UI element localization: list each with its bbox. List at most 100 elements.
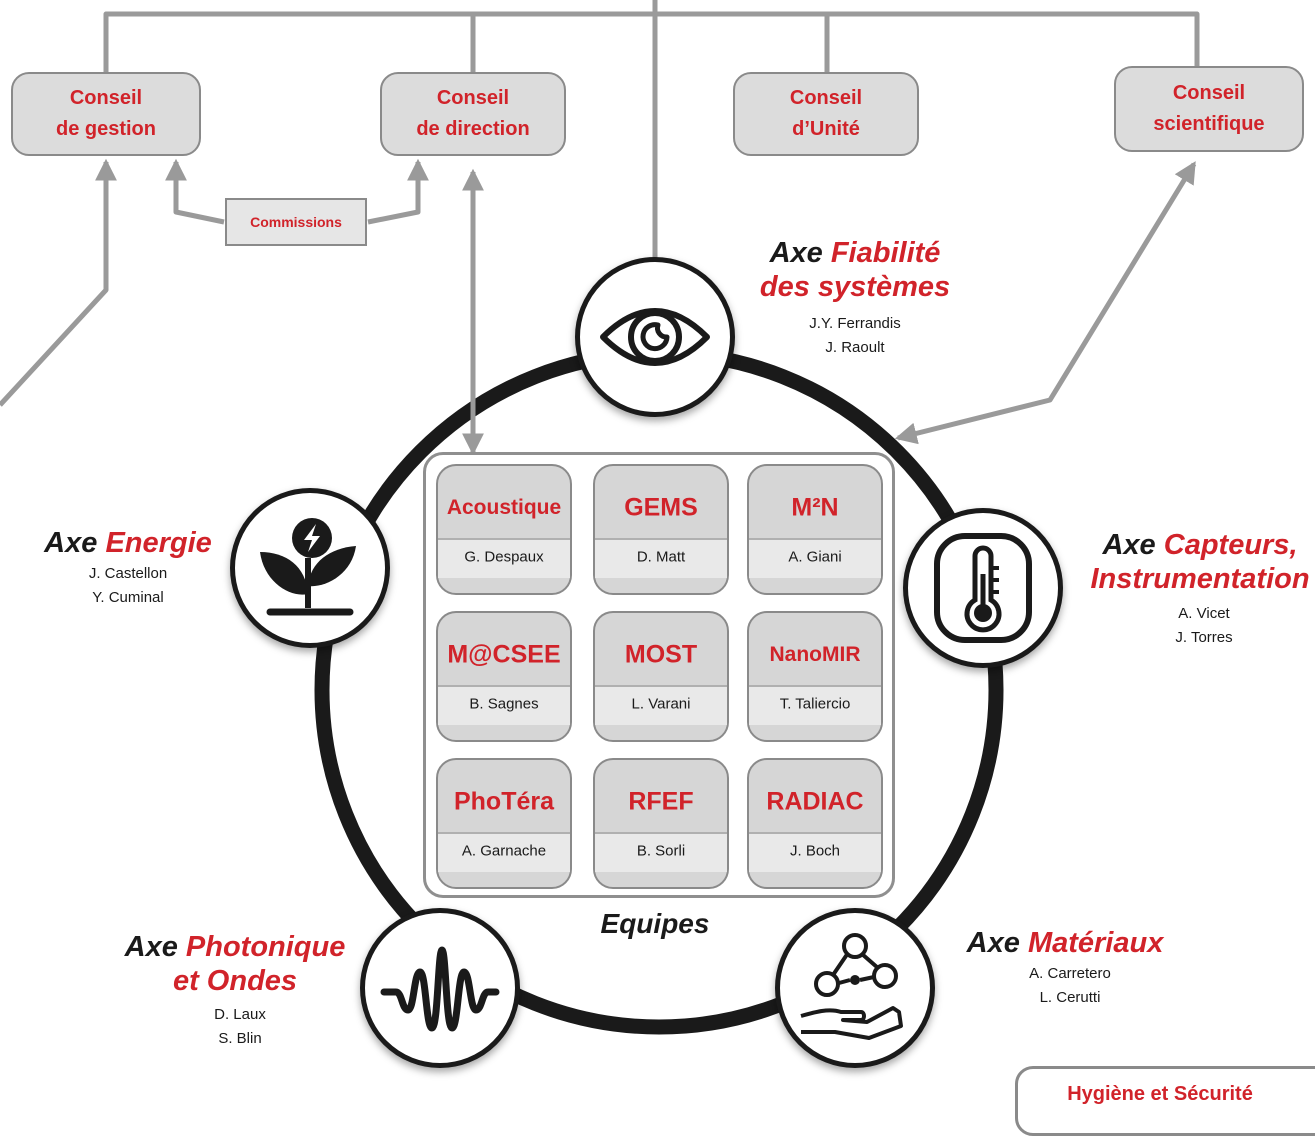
conseil-de-gestion-box: Conseil de gestion — [11, 72, 201, 156]
plant-energy-icon — [260, 518, 356, 616]
team-card-m2n: M²N A. Giani — [747, 464, 883, 595]
hygiene-securite-box: Hygiène et Sécurité — [1015, 1066, 1315, 1136]
conseil-label: Conseil — [69, 87, 143, 109]
axe-person: S. Blin — [218, 1030, 262, 1047]
team-card-rfef: RFEF B. Sorli — [593, 758, 729, 889]
team-lead-row — [595, 538, 727, 578]
conseil-scientifique-box: Conseil scientifique — [1114, 66, 1304, 152]
arrow-commissions-gestion — [164, 158, 225, 225]
axe-name: Fiabilité — [830, 237, 941, 269]
team-lead: B. Sagnes — [469, 695, 539, 713]
team-card-radiac: RADIAC J. Boch — [747, 758, 883, 889]
axe-photonique-people: D. Laux S. Blin — [160, 1003, 320, 1051]
materiaux-icon-circle — [775, 908, 935, 1068]
team-lead-row — [749, 832, 881, 872]
axe-prefix: Axe — [966, 927, 1020, 959]
axe-materiaux-title: Axe Matériaux — [950, 926, 1180, 960]
team-name: MOST — [624, 640, 698, 669]
conseil-label: Conseil — [789, 87, 863, 109]
molecule-hand-icon — [800, 933, 903, 1040]
axe-person: D. Laux — [214, 1006, 266, 1023]
team-name: RADIAC — [766, 787, 864, 816]
conseil-sublabel: de direction — [416, 118, 530, 140]
axe-name-line2: des systèmes — [759, 271, 951, 303]
wave-icon — [380, 946, 500, 1032]
axe-person: A. Vicet — [1178, 605, 1230, 622]
eye-icon — [600, 308, 710, 366]
team-lead-row — [749, 685, 881, 725]
axe-person: L. Cerutti — [1039, 989, 1101, 1006]
arrow-scientifique-capteurs — [894, 161, 1197, 445]
team-name: M²N — [791, 493, 839, 522]
team-name: NanoMIR — [769, 643, 861, 666]
team-name: Acoustique — [446, 496, 562, 519]
team-lead: L. Varani — [631, 695, 691, 713]
axe-prefix: Axe — [769, 237, 823, 269]
axe-person: A. Carretero — [1029, 965, 1111, 982]
team-card-macsee: M@CSEE B. Sagnes — [436, 611, 572, 742]
capteurs-icon-circle — [903, 508, 1063, 668]
team-lead: A. Giani — [788, 548, 842, 566]
conseil-label: Conseil — [436, 87, 510, 109]
axe-capteurs-people: A. Vicet J. Torres — [1124, 602, 1284, 650]
axe-person: J. Torres — [1175, 629, 1233, 646]
team-lead-row — [595, 685, 727, 725]
axe-name-line2: Instrumentation — [1090, 563, 1310, 595]
axe-energie-title: Axe Energie — [30, 526, 226, 560]
top-bus-line — [103, 11, 1200, 72]
axe-name: Matériaux — [1027, 927, 1164, 959]
axe-name: Photonique — [185, 931, 346, 963]
axe-fiabilite-people: J.Y. Ferrandis J. Raoult — [775, 312, 935, 360]
team-lead: D. Matt — [636, 548, 686, 566]
axe-photonique-title: Axe Photonique et Ondes — [110, 930, 360, 998]
photonique-icon-circle — [360, 908, 520, 1068]
axe-capteurs-title: Axe Capteurs, Instrumentation — [1070, 528, 1315, 596]
team-name: PhoTéra — [453, 787, 555, 816]
axe-person: J. Castellon — [88, 565, 168, 582]
equipes-panel: Acoustique G. Despaux GEMS D. Matt M²N A… — [423, 452, 895, 898]
axe-materiaux-people: A. Carretero L. Cerutti — [990, 962, 1150, 1010]
conseil-sublabel: d’Unité — [792, 118, 860, 140]
team-lead: G. Despaux — [464, 548, 544, 566]
axe-person: J. Raoult — [825, 339, 885, 356]
team-card-acoustique: Acoustique G. Despaux — [436, 464, 572, 595]
thermometer-icon — [934, 533, 1032, 643]
commissions-box: Commissions — [225, 198, 367, 246]
axe-energie-people: J. Castellon Y. Cuminal — [48, 562, 208, 610]
team-card-gems: GEMS D. Matt — [593, 464, 729, 595]
axe-person: J.Y. Ferrandis — [809, 315, 901, 332]
conseil-sublabel: scientifique — [1153, 113, 1265, 135]
axe-fiabilite-title: Axe Fiabilité des systèmes — [740, 236, 970, 304]
axe-prefix: Axe — [44, 527, 98, 559]
conseil-de-direction-box: Conseil de direction — [380, 72, 566, 156]
team-lead: B. Sorli — [636, 842, 686, 860]
axe-person: Y. Cuminal — [92, 589, 164, 606]
team-lead-row — [438, 832, 570, 872]
team-card-nanomir: NanoMIR T. Taliercio — [747, 611, 883, 742]
team-lead: T. Taliercio — [779, 695, 851, 713]
fiabilite-icon-circle — [575, 257, 735, 417]
team-lead-row — [595, 832, 727, 872]
arrow-commissions-direction — [367, 158, 430, 225]
team-lead: J. Boch — [789, 842, 841, 860]
equipes-label: Equipes — [600, 908, 710, 939]
axe-prefix: Axe — [124, 931, 178, 963]
axe-prefix: Axe — [1102, 529, 1156, 561]
team-lead-row — [438, 685, 570, 725]
conseil-d-unite-box: Conseil d’Unité — [733, 72, 919, 156]
conseil-label: Conseil — [1172, 82, 1246, 104]
team-name: RFEF — [628, 787, 694, 816]
team-card-most: MOST L. Varani — [593, 611, 729, 742]
axe-name-line2: et Ondes — [172, 965, 298, 997]
arrow-energie-gestion — [0, 158, 118, 407]
axe-name: Energie — [105, 527, 212, 559]
team-lead-row — [438, 538, 570, 578]
team-lead-row — [749, 538, 881, 578]
energie-icon-circle — [230, 488, 390, 648]
team-name: GEMS — [624, 493, 698, 522]
axe-name: Capteurs, — [1163, 529, 1298, 561]
team-card-photera: PhoTéra A. Garnache — [436, 758, 572, 889]
conseil-sublabel: de gestion — [55, 118, 156, 140]
team-name: M@CSEE — [447, 640, 561, 669]
team-lead: A. Garnache — [461, 842, 547, 860]
